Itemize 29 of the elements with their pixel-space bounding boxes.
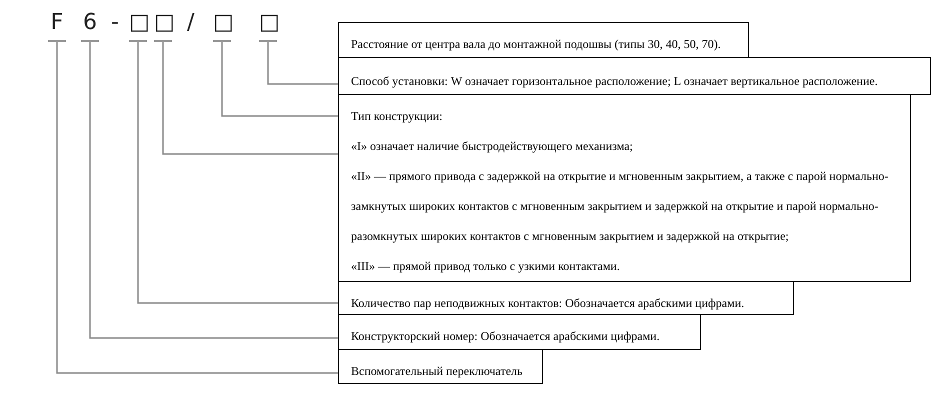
description-box — [338, 57, 931, 95]
code-character: □ — [259, 10, 277, 42]
code-character: □ — [129, 10, 147, 42]
description-text: «II» — прямого привода с задержкой на открытие и мгновенным закрытием, а также с парой нормально-замкнутых широких контактов с мгновенным закрытием и задержкой на открытие и парой нормально-разомкнутых широких контактов с мгновенным закрытием и задержкой на открытие; — [351, 168, 890, 245]
description-text: Способ установки: W означает горизонтальное расположение; L означает вертикальное расположение. — [351, 73, 879, 90]
description-text: «I» означает наличие быстродействующего механизма; — [351, 138, 634, 155]
separator-sign: / — [187, 10, 194, 36]
leader-line — [56, 42, 338, 374]
description-text: Расстояние от центра вала до монтажной подошвы (типы 30, 40, 50, 70). — [351, 36, 722, 53]
code-character: F — [48, 10, 66, 42]
separator-sign: - — [111, 10, 119, 36]
leader-line — [89, 42, 338, 339]
code-character: □ — [154, 10, 172, 42]
heading-text: Тип конструкции: — [351, 108, 444, 125]
description-box — [338, 22, 749, 58]
code-character: 6 — [81, 10, 99, 42]
leader-line — [137, 42, 338, 304]
description-text: Количество пар неподвижных контактов: Обозначается арабскими цифрами. — [351, 295, 746, 312]
leader-line — [267, 42, 338, 85]
description-box — [338, 349, 543, 384]
description-text: «III» — прямой привод только с узкими контактами. — [351, 258, 621, 275]
description-box — [338, 281, 794, 315]
leader-line — [221, 42, 338, 117]
description-box — [338, 94, 911, 282]
description-text: Конструкторский номер: Обозначается арабскими цифрами. — [351, 328, 661, 345]
description-box — [338, 314, 701, 350]
leader-line — [162, 42, 338, 155]
description-text: Вспомогательный переключатель — [351, 363, 524, 380]
code-character: □ — [213, 10, 231, 42]
